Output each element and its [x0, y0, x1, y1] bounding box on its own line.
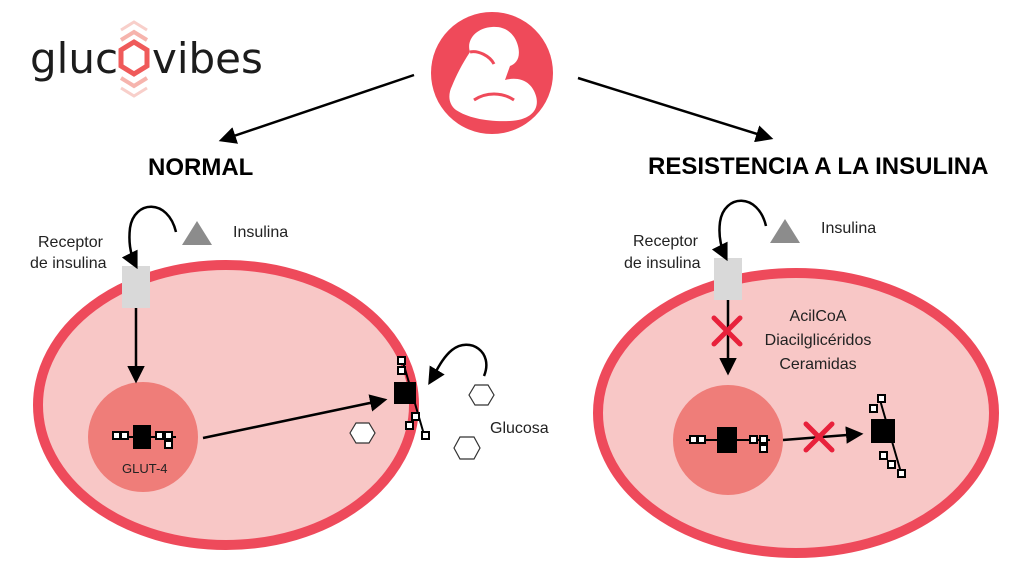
inhibitor-diacilgliceridos: Diacilglicéridos	[765, 332, 872, 349]
normal-insulin-triangle-icon	[182, 221, 212, 245]
brand-logo: gluc vibes	[30, 20, 263, 98]
normal-receptor-label-line1: Receptor	[38, 234, 104, 251]
glucose-label: Glucosa	[490, 420, 549, 437]
glut4-label: GLUT-4	[122, 461, 168, 476]
resistance-receptor-label-line2: de insulina	[624, 255, 701, 272]
resistance-glut4-transporter-icon	[686, 427, 770, 453]
brand-name-left: gluc	[30, 34, 118, 83]
flexed-bicep-icon	[449, 26, 537, 122]
inhibitor-ceramidas: Ceramidas	[779, 356, 856, 373]
blocked-translocation-x-icon	[803, 421, 835, 453]
resistance-insulin-label: Insulina	[821, 220, 876, 237]
resistance-insulin-receptor	[714, 258, 742, 300]
normal-insulin-binding-arrow	[121, 205, 178, 270]
glucose-hexagon-icon	[349, 422, 376, 444]
resistance-insulin-triangle-icon	[770, 219, 800, 243]
blocked-signal-x-icon	[711, 315, 743, 347]
resistance-cell	[593, 268, 999, 558]
glut4-translocation-arrow	[202, 394, 388, 440]
glucose-hexagon-icon	[468, 384, 495, 406]
normal-glut4-transporter-icon	[112, 425, 176, 449]
inhibitor-acilcoa: AcilCoA	[790, 308, 847, 325]
arrow-to-normal	[218, 73, 415, 144]
logo-hexagon-icon	[118, 20, 150, 98]
arrow-to-resistance	[577, 76, 774, 143]
resistance-insulin-binding-arrow	[711, 199, 768, 262]
membrane-glut4-transporter-icon	[394, 356, 430, 440]
resistance-receptor-label-line1: Receptor	[633, 233, 699, 250]
normal-insulin-receptor	[122, 266, 150, 308]
center-muscle-badge	[431, 12, 553, 134]
resistance-membrane-glut4-icon	[869, 394, 906, 478]
normal-receptor-label-line2: de insulina	[30, 255, 107, 272]
normal-title: NORMAL	[148, 154, 253, 181]
glucose-hexagon-icon	[453, 436, 481, 460]
brand-name-right: vibes	[152, 34, 263, 83]
resistance-title: RESISTENCIA A LA INSULINA	[648, 153, 988, 180]
glucose-uptake-arrow	[428, 343, 488, 386]
normal-insulin-label: Insulina	[233, 224, 288, 241]
